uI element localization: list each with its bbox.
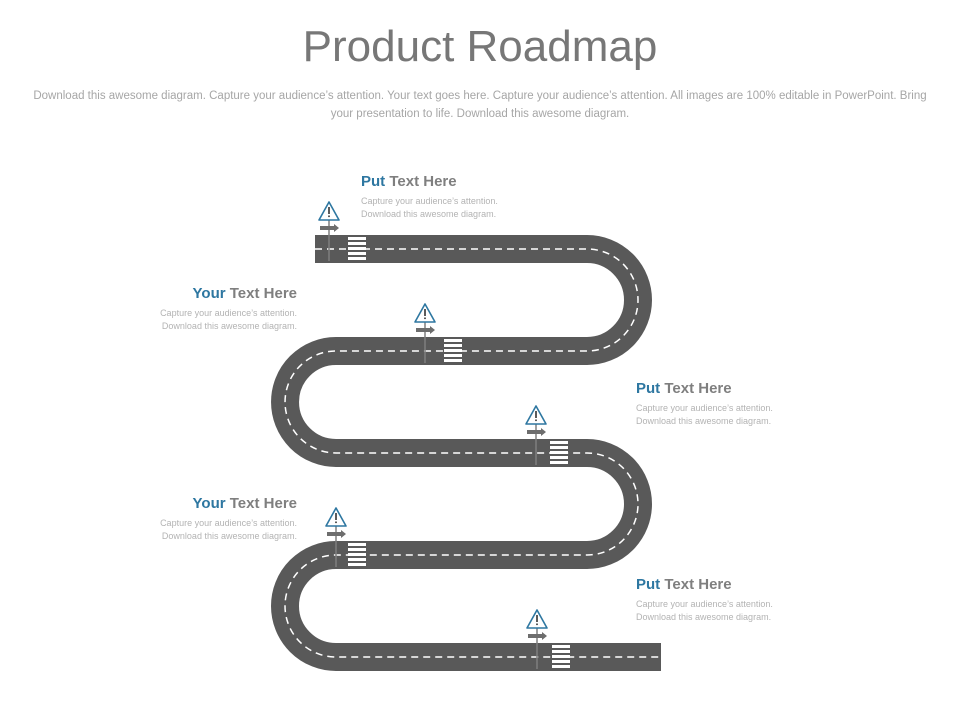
- milestone-label-4: Your Text Here Capture your audience’s a…: [97, 495, 297, 543]
- milestone-label-5: Put Text Here Capture your audience’s at…: [636, 576, 836, 624]
- direction-arrow-icon: [528, 632, 547, 640]
- crosswalk-icon: [550, 441, 568, 464]
- milestone-label-1: Put Text Here Capture your audience’s at…: [361, 173, 561, 221]
- milestone-heading: Put Text Here: [361, 173, 457, 190]
- milestone-3: [525, 405, 568, 465]
- milestone-description: Capture your audience’s attention.Downlo…: [160, 518, 297, 541]
- direction-arrow-icon: [327, 530, 346, 538]
- milestone-5: [526, 609, 570, 669]
- crosswalk-icon: [348, 543, 366, 566]
- warning-sign-icon: [318, 201, 340, 221]
- crosswalk-icon: [348, 237, 366, 260]
- milestone-heading: Put Text Here: [636, 576, 732, 593]
- road-surface: [271, 235, 661, 671]
- crosswalk-icon: [444, 339, 462, 362]
- milestone-heading: Your Text Here: [192, 495, 297, 512]
- direction-arrow-icon: [416, 326, 435, 334]
- milestone-heading: Put Text Here: [636, 380, 732, 397]
- milestone-description: Capture your audience’s attention.Downlo…: [361, 196, 498, 219]
- warning-sign-icon: [525, 405, 547, 425]
- milestone-2: [414, 303, 462, 363]
- direction-arrow-icon: [527, 428, 546, 436]
- milestone-label-3: Put Text Here Capture your audience’s at…: [636, 380, 836, 428]
- milestone-description: Capture your audience’s attention.Downlo…: [636, 599, 773, 622]
- page-subtitle: Download this awesome diagram. Capture y…: [33, 90, 927, 120]
- milestone-description: Capture your audience’s attention.Downlo…: [160, 308, 297, 331]
- milestone-label-2: Your Text Here Capture your audience’s a…: [97, 285, 297, 333]
- milestone-4: [325, 507, 366, 567]
- warning-sign-icon: [526, 609, 548, 629]
- milestone-1: [318, 201, 366, 261]
- page-title: Product Roadmap: [302, 22, 658, 71]
- milestone-description: Capture your audience’s attention.Downlo…: [636, 403, 773, 426]
- crosswalk-icon: [552, 645, 570, 668]
- warning-sign-icon: [414, 303, 436, 323]
- direction-arrow-icon: [320, 224, 339, 232]
- milestone-heading: Your Text Here: [192, 285, 297, 302]
- warning-sign-icon: [325, 507, 347, 527]
